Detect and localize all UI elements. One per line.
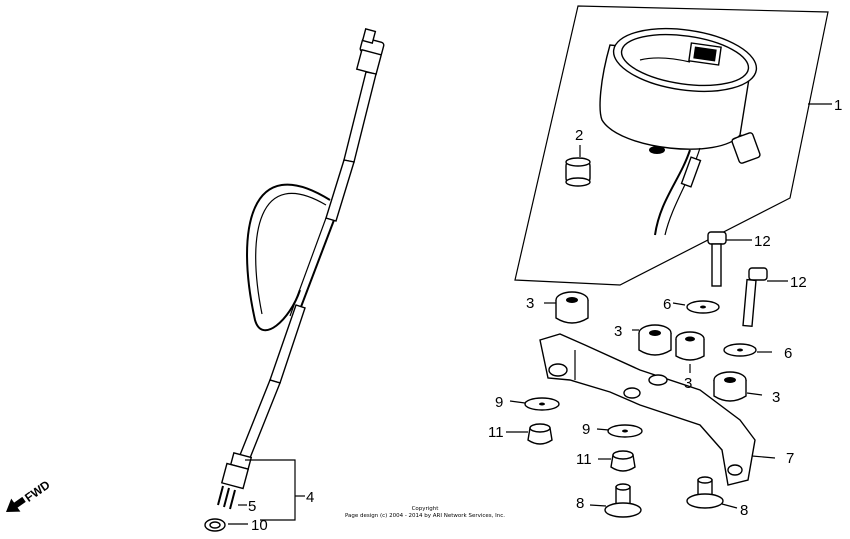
callout-3: 3 [526, 295, 534, 312]
copyright-label: Copyright [412, 506, 440, 512]
callout-11: 11 [576, 451, 592, 468]
collar-8-left [589, 483, 642, 518]
speedometer-meter [599, 27, 761, 236]
bolt-lower [742, 267, 788, 328]
cushion-center [675, 331, 705, 373]
callout-9: 9 [582, 421, 590, 438]
callout-3: 3 [684, 375, 692, 392]
callout-7: 7 [786, 450, 794, 467]
cushion-left [544, 291, 589, 324]
callout-12: 12 [754, 233, 771, 250]
callout-6: 6 [663, 296, 671, 313]
callout-bracket-4 [245, 459, 296, 521]
collar-8-right [686, 476, 738, 509]
svg-text:FWD: FWD [22, 477, 53, 504]
callout-8: 8 [740, 502, 748, 519]
nut-11-left [506, 423, 553, 445]
bolt-upper [707, 231, 752, 287]
callout-3: 3 [772, 389, 780, 406]
clip-part [204, 518, 226, 532]
callout-5: 5 [248, 498, 256, 515]
callout-2: 2 [575, 127, 583, 144]
callout-9: 9 [495, 394, 503, 411]
cushion-right [713, 371, 763, 402]
callout-4: 4 [306, 489, 314, 506]
fwd-arrow-icon: FWD [6, 477, 53, 512]
bulb-socket-part [565, 145, 591, 187]
callout-1: 1 [834, 97, 842, 114]
callout-11: 11 [488, 424, 504, 441]
callout-3: 3 [614, 323, 622, 340]
speedometer-cable [217, 28, 385, 510]
callout-6: 6 [784, 345, 792, 362]
meter-assembly-frame [514, 5, 829, 286]
callout-8: 8 [576, 495, 584, 512]
callout-12: 12 [790, 274, 807, 291]
copyright-text: Page design (c) 2004 - 2014 by ARI Netwo… [345, 513, 505, 519]
callout-10: 10 [251, 517, 268, 534]
meter-stay-bracket [539, 333, 776, 486]
nut-11-right [598, 450, 636, 472]
cushion-mid [632, 324, 672, 356]
